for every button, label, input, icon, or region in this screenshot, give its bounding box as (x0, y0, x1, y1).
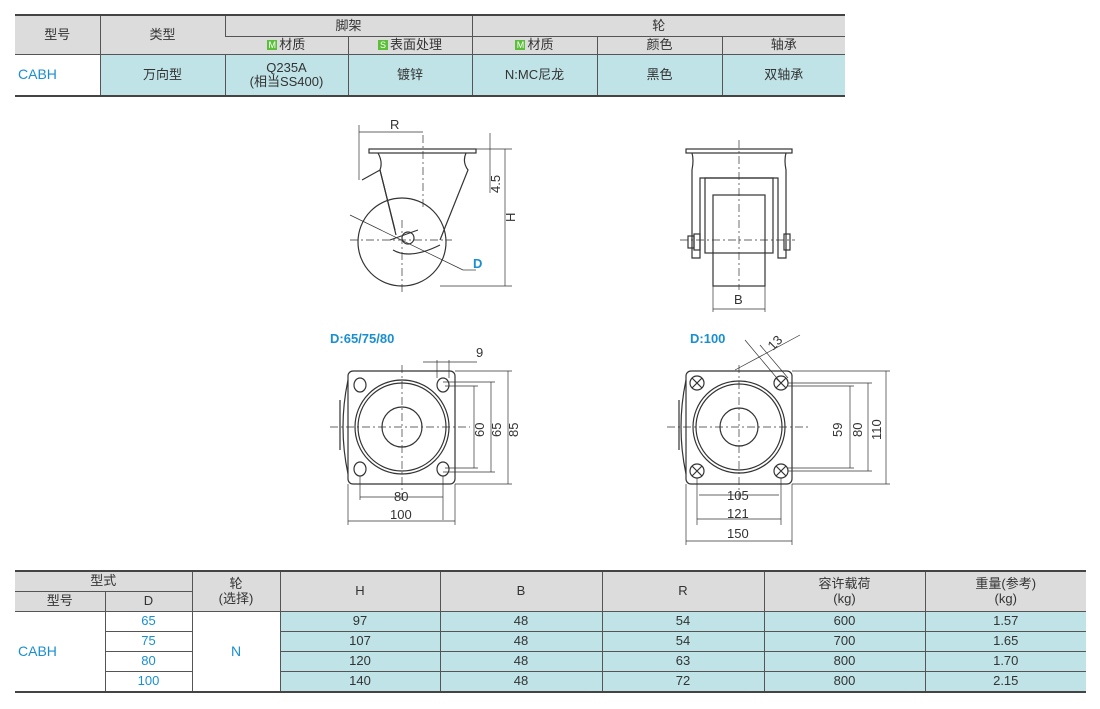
weight-cell: 1.57 (924, 611, 1086, 632)
dim-85: 85 (506, 423, 521, 437)
header-type: 类型 (99, 15, 225, 55)
dim-105: 105 (727, 488, 749, 503)
r-cell: 72 (601, 671, 764, 693)
b-cell: 48 (439, 631, 602, 652)
header-label: 表面处理 (389, 37, 442, 53)
r-cell: 63 (601, 651, 764, 672)
d-cell: 80 (104, 651, 192, 672)
b-cell: 48 (439, 651, 602, 672)
bracket-material-cell: Q235A(相当SS400) (224, 54, 348, 97)
dimension-table: 型式 轮(选择) H B R 容许载荷(kg) 重量(参考)(kg) 型号 D … (15, 570, 1086, 693)
h-cell: 107 (279, 631, 440, 652)
dim-150: 150 (727, 526, 749, 541)
d-cell: 75 (104, 631, 192, 652)
b-cell: 48 (439, 671, 602, 693)
d-cell: 100 (104, 671, 192, 693)
dim-4.5: 4.5 (488, 175, 503, 193)
surface-cell: 镀锌 (347, 54, 472, 97)
plate-small-view: D:65/75/80 9 60 65 85 80 100 (330, 331, 521, 525)
plate-small-title: D:65/75/80 (330, 331, 394, 346)
weight-cell: 1.65 (924, 631, 1086, 652)
header-line: 容许载荷 (818, 576, 871, 592)
side-view: R 4.5 H D (349, 117, 518, 294)
header-label: 材质 (279, 37, 306, 53)
header-model: 型号 (15, 591, 105, 612)
material-line: Q235A (266, 59, 307, 75)
dim-121: 121 (727, 506, 749, 521)
dim-60: 60 (472, 423, 487, 437)
dim-80: 80 (394, 489, 408, 504)
load-cell: 700 (763, 631, 925, 652)
h-cell: 140 (279, 671, 440, 693)
header-bracket: 脚架 (224, 15, 472, 37)
header-r: R (601, 571, 764, 612)
header-line: (kg) (833, 590, 856, 606)
front-view: B (680, 140, 795, 312)
wheel-cell: N (191, 611, 280, 693)
load-cell: 800 (763, 671, 925, 693)
header-wheel-color: 颜色 (596, 36, 722, 55)
wheel-material-cell: N:MC尼龙 (471, 54, 597, 97)
header-line: (选择) (218, 590, 254, 606)
header-line: (kg) (994, 590, 1017, 606)
header-h: H (279, 571, 440, 612)
plate-large-title: D:100 (690, 331, 725, 346)
header-wheel-bearing: 轴承 (721, 36, 845, 55)
dim-9: 9 (476, 345, 483, 360)
dim-D: D (473, 256, 482, 271)
header-wheel: 轮 (471, 15, 845, 37)
dim-65: 65 (489, 423, 504, 437)
plate-large-view: D:100 13 59 80 110 105 121 150 (667, 331, 890, 545)
header-weight: 重量(参考)(kg) (924, 571, 1086, 612)
surface-badge-icon: S (377, 40, 388, 51)
header-label: 材质 (527, 37, 554, 53)
dim-R: R (390, 117, 399, 132)
b-cell: 48 (439, 611, 602, 632)
load-cell: 600 (763, 611, 925, 632)
header-b: B (439, 571, 602, 612)
h-cell: 97 (279, 611, 440, 632)
load-cell: 800 (763, 651, 925, 672)
header-form: 型式 (15, 571, 192, 592)
dim-H: H (503, 213, 518, 222)
dim-59: 59 (830, 423, 845, 437)
header-line: 轮 (229, 576, 243, 592)
d-cell: 65 (104, 611, 192, 632)
bearing-cell: 双轴承 (721, 54, 845, 97)
header-load: 容许载荷(kg) (763, 571, 925, 612)
header-model: 型号 (15, 15, 100, 55)
model-cell: CABH (15, 611, 105, 693)
material-line: (相当SS400) (249, 74, 324, 89)
material-badge-icon: M (267, 40, 278, 51)
header-d: D (104, 591, 192, 612)
weight-cell: 2.15 (924, 671, 1086, 693)
color-cell: 黑色 (596, 54, 722, 97)
header-line: 重量(参考) (975, 576, 1037, 592)
header-wheel: 轮(选择) (191, 571, 280, 612)
dim-80: 80 (850, 423, 865, 437)
weight-cell: 1.70 (924, 651, 1086, 672)
dim-110: 110 (869, 419, 884, 440)
model-cell: CABH (15, 54, 100, 97)
r-cell: 54 (601, 611, 764, 632)
table-row: CABH 万向型 Q235A(相当SS400) 镀锌 N:MC尼龙 黑色 双轴承 (15, 54, 845, 97)
r-cell: 54 (601, 631, 764, 652)
dim-13: 13 (765, 332, 786, 353)
material-badge-icon: M (515, 40, 526, 51)
type-cell: 万向型 (99, 54, 225, 97)
dim-100: 100 (390, 507, 412, 522)
h-cell: 120 (279, 651, 440, 672)
dim-B: B (734, 292, 743, 307)
